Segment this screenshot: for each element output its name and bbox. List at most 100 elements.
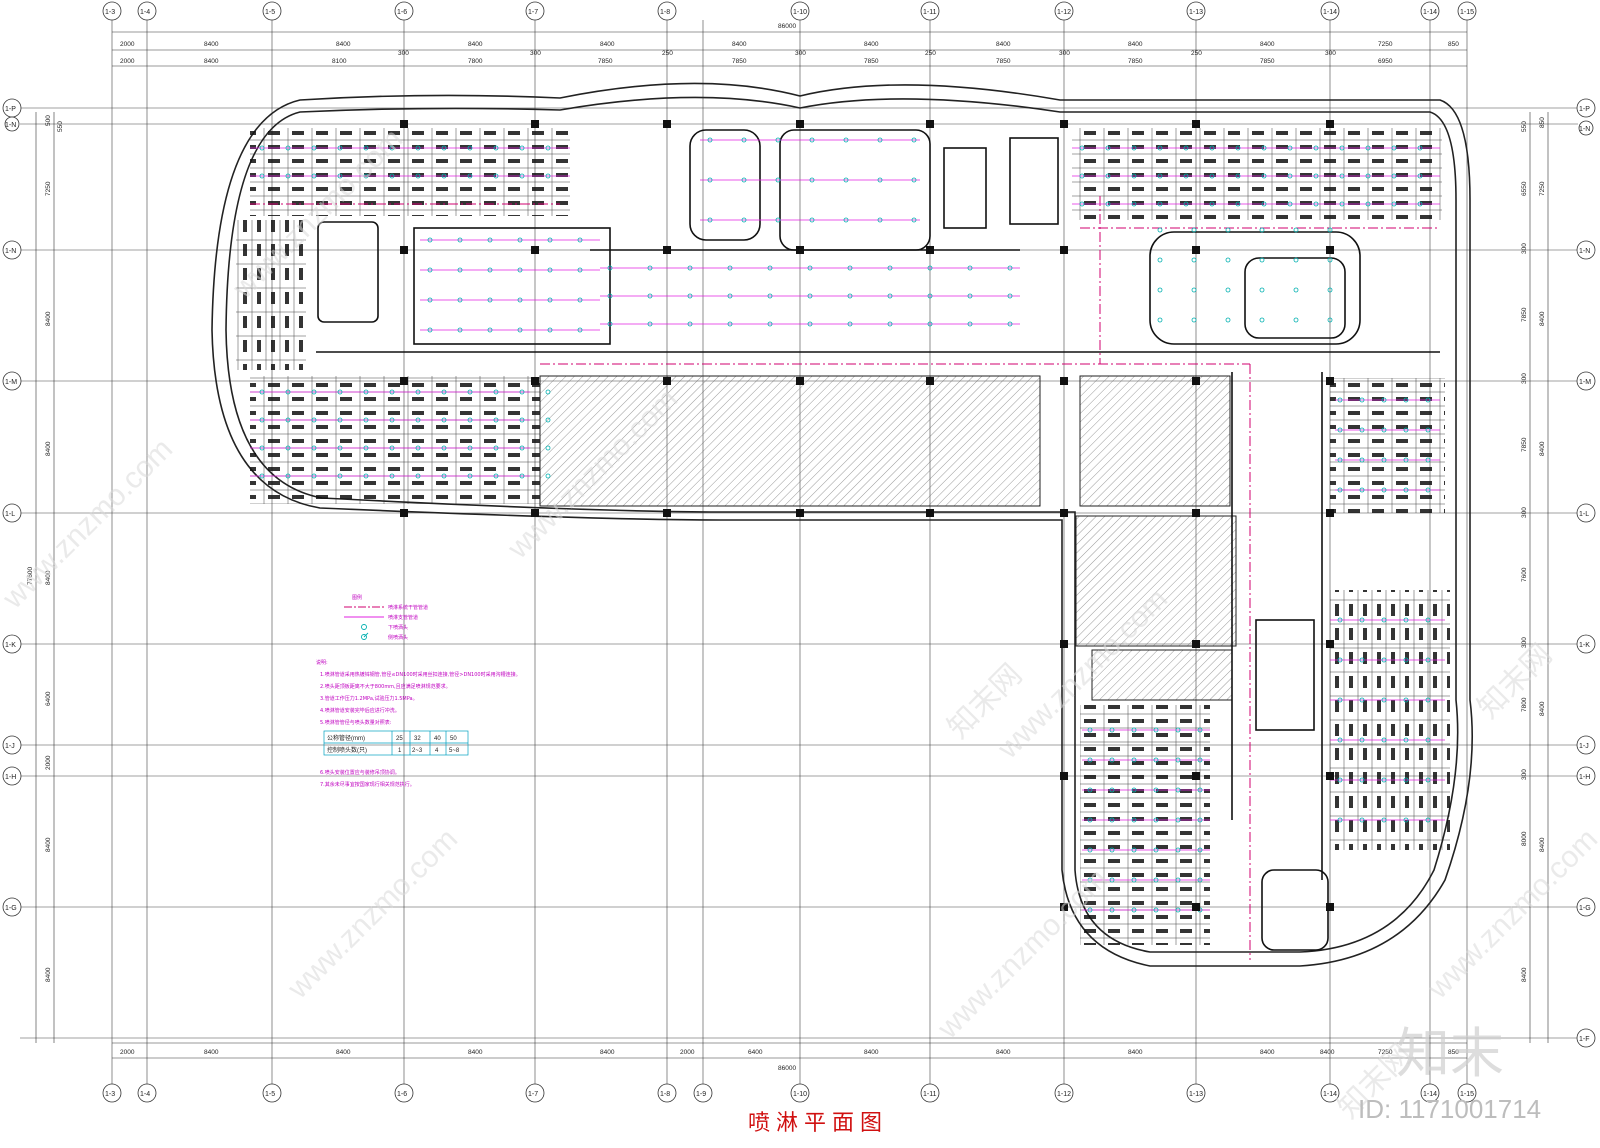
note-line: 5.喷淋管管径与喷头数量对照表: xyxy=(320,719,392,726)
axis-bubble: 1-9 xyxy=(693,1083,713,1103)
sprinkler-head-icon xyxy=(877,217,883,223)
note-line: 4.喷淋管道安装完毕后应进行冲洗。 xyxy=(320,707,400,714)
sprinkler-head-icon xyxy=(1337,397,1343,403)
sprinkler-head-icon xyxy=(1131,757,1137,763)
table-cell: 5~8 xyxy=(449,748,460,754)
sprinkler-head-icon xyxy=(1403,777,1409,783)
column xyxy=(1192,903,1200,911)
sprinkler-branch-pipes xyxy=(250,139,1445,911)
sprinkler-head-icon xyxy=(259,473,265,479)
sprinkler-head-icon xyxy=(415,145,421,151)
axis-bubble: 1-N xyxy=(1578,120,1594,136)
sprinkler-head-icon xyxy=(389,445,395,451)
sprinkler-head-icon xyxy=(1261,201,1267,207)
column xyxy=(926,120,934,128)
sprinkler-head-icon xyxy=(1109,787,1115,793)
svg-text:1-4: 1-4 xyxy=(140,9,150,16)
sprinkler-head-icon xyxy=(517,297,523,303)
column xyxy=(796,246,804,254)
axis-bubble: 1-M xyxy=(1576,371,1596,391)
sprinkler-head-icon xyxy=(285,417,291,423)
sprinkler-head-icon xyxy=(547,297,553,303)
axis-bubble: 1-H xyxy=(1576,766,1596,786)
dim-label: 7250 xyxy=(1378,41,1393,48)
axis-bubble: 1-15 xyxy=(1457,1,1477,21)
dim-label: 7850 xyxy=(864,58,879,65)
sprinkler-head-icon xyxy=(1337,657,1343,663)
top-small-dimensions: 300 300 250 300 250 300 250 300 xyxy=(398,50,1336,57)
column xyxy=(1060,640,1068,648)
sprinkler-head-icon xyxy=(1381,427,1387,433)
sprinkler-head-icon xyxy=(1287,173,1293,179)
dim-label: 300 xyxy=(1521,769,1528,780)
sprinkler-head-icon xyxy=(1327,227,1333,233)
sprinkler-head-icon xyxy=(1293,257,1299,263)
svg-text:1-13: 1-13 xyxy=(1189,9,1203,16)
watermark-text: www.znzmo.com xyxy=(281,822,464,1005)
note-line: 6.喷头安装位置应与装修吊顶协调。 xyxy=(320,769,400,776)
sprinkler-head-icon xyxy=(1337,737,1343,743)
sprinkler-head-icon xyxy=(1403,617,1409,623)
svg-text:1-P: 1-P xyxy=(1579,106,1590,113)
sprinkler-head-icon xyxy=(1109,907,1115,913)
sprinkler-head-icon xyxy=(1425,397,1431,403)
sprinkler-head-icon xyxy=(1197,757,1203,763)
dim-label: 8000 xyxy=(1521,831,1528,846)
sprinkler-head-icon xyxy=(807,265,813,271)
svg-text:1-N: 1-N xyxy=(5,122,16,129)
table-cell: 32 xyxy=(414,736,421,742)
sprinkler-head-icon xyxy=(1225,227,1231,233)
sprinkler-head-icon xyxy=(1157,145,1163,151)
sprinkler-head-icon xyxy=(1339,173,1345,179)
sprinkler-head-icon xyxy=(1359,817,1365,823)
sprinkler-head-icon xyxy=(1183,145,1189,151)
sprinkler-head-icon xyxy=(843,137,849,143)
sprinkler-head-icon xyxy=(415,473,421,479)
sprinkler-head-icon xyxy=(1287,145,1293,151)
sprinkler-head-icon xyxy=(1359,617,1365,623)
column xyxy=(1060,377,1068,385)
sprinkler-head-icon xyxy=(1153,847,1159,853)
sprinkler-head-icon xyxy=(1327,317,1333,323)
dim-label: 2000 xyxy=(45,755,52,770)
sprinkler-head-icon xyxy=(427,237,433,243)
axis-bubble: 1-G xyxy=(2,897,22,917)
sprinkler-head-icon xyxy=(1313,201,1319,207)
axis-bubble: 1-12 xyxy=(1054,1,1074,21)
svg-text:1-K: 1-K xyxy=(5,642,16,649)
column xyxy=(1326,640,1334,648)
top-dimension-row-1: 2000 8400 8400 8400 8400 8400 8400 8400 … xyxy=(120,41,1459,48)
dim-label: 8400 xyxy=(336,41,351,48)
sprinkler-head-icon xyxy=(1391,145,1397,151)
sprinkler-head-icon xyxy=(775,217,781,223)
dim-label: 8400 xyxy=(1260,1049,1275,1056)
sprinkler-head-icon xyxy=(1087,727,1093,733)
axis-bubble: 1-P xyxy=(2,98,22,118)
sprinkler-head-icon xyxy=(887,265,893,271)
dim-label: 8400 xyxy=(1260,41,1275,48)
column xyxy=(663,377,671,385)
axis-bubble: 1-13 xyxy=(1186,1083,1206,1103)
sprinkler-head-icon xyxy=(1327,257,1333,263)
sprinkler-head-icon xyxy=(427,327,433,333)
sprinkler-head-icon xyxy=(1337,457,1343,463)
sprinkler-head-icon xyxy=(843,217,849,223)
svg-text:1-7: 1-7 xyxy=(528,9,538,16)
axis-bubble: 1-H xyxy=(2,766,22,786)
sprinkler-head-icon xyxy=(741,217,747,223)
sprinkler-head-icon xyxy=(927,293,933,299)
sprinkler-head-icon xyxy=(1131,173,1137,179)
column xyxy=(1326,772,1334,780)
sprinkler-head-icon xyxy=(1381,737,1387,743)
legend-item: 喷淋支管管道 xyxy=(388,614,418,621)
axis-bubble: 1-11 xyxy=(920,1,940,21)
sprinkler-head-icon xyxy=(1153,877,1159,883)
dim-label: 300 xyxy=(1521,637,1528,648)
sprinkler-head-icon xyxy=(457,297,463,303)
sprinkler-head-icon xyxy=(1287,201,1293,207)
dim-label: 6400 xyxy=(748,1049,763,1056)
sprinkler-head-icon xyxy=(1109,727,1115,733)
sprinkler-head-icon xyxy=(545,173,551,179)
sprinkler-head-icon xyxy=(727,293,733,299)
